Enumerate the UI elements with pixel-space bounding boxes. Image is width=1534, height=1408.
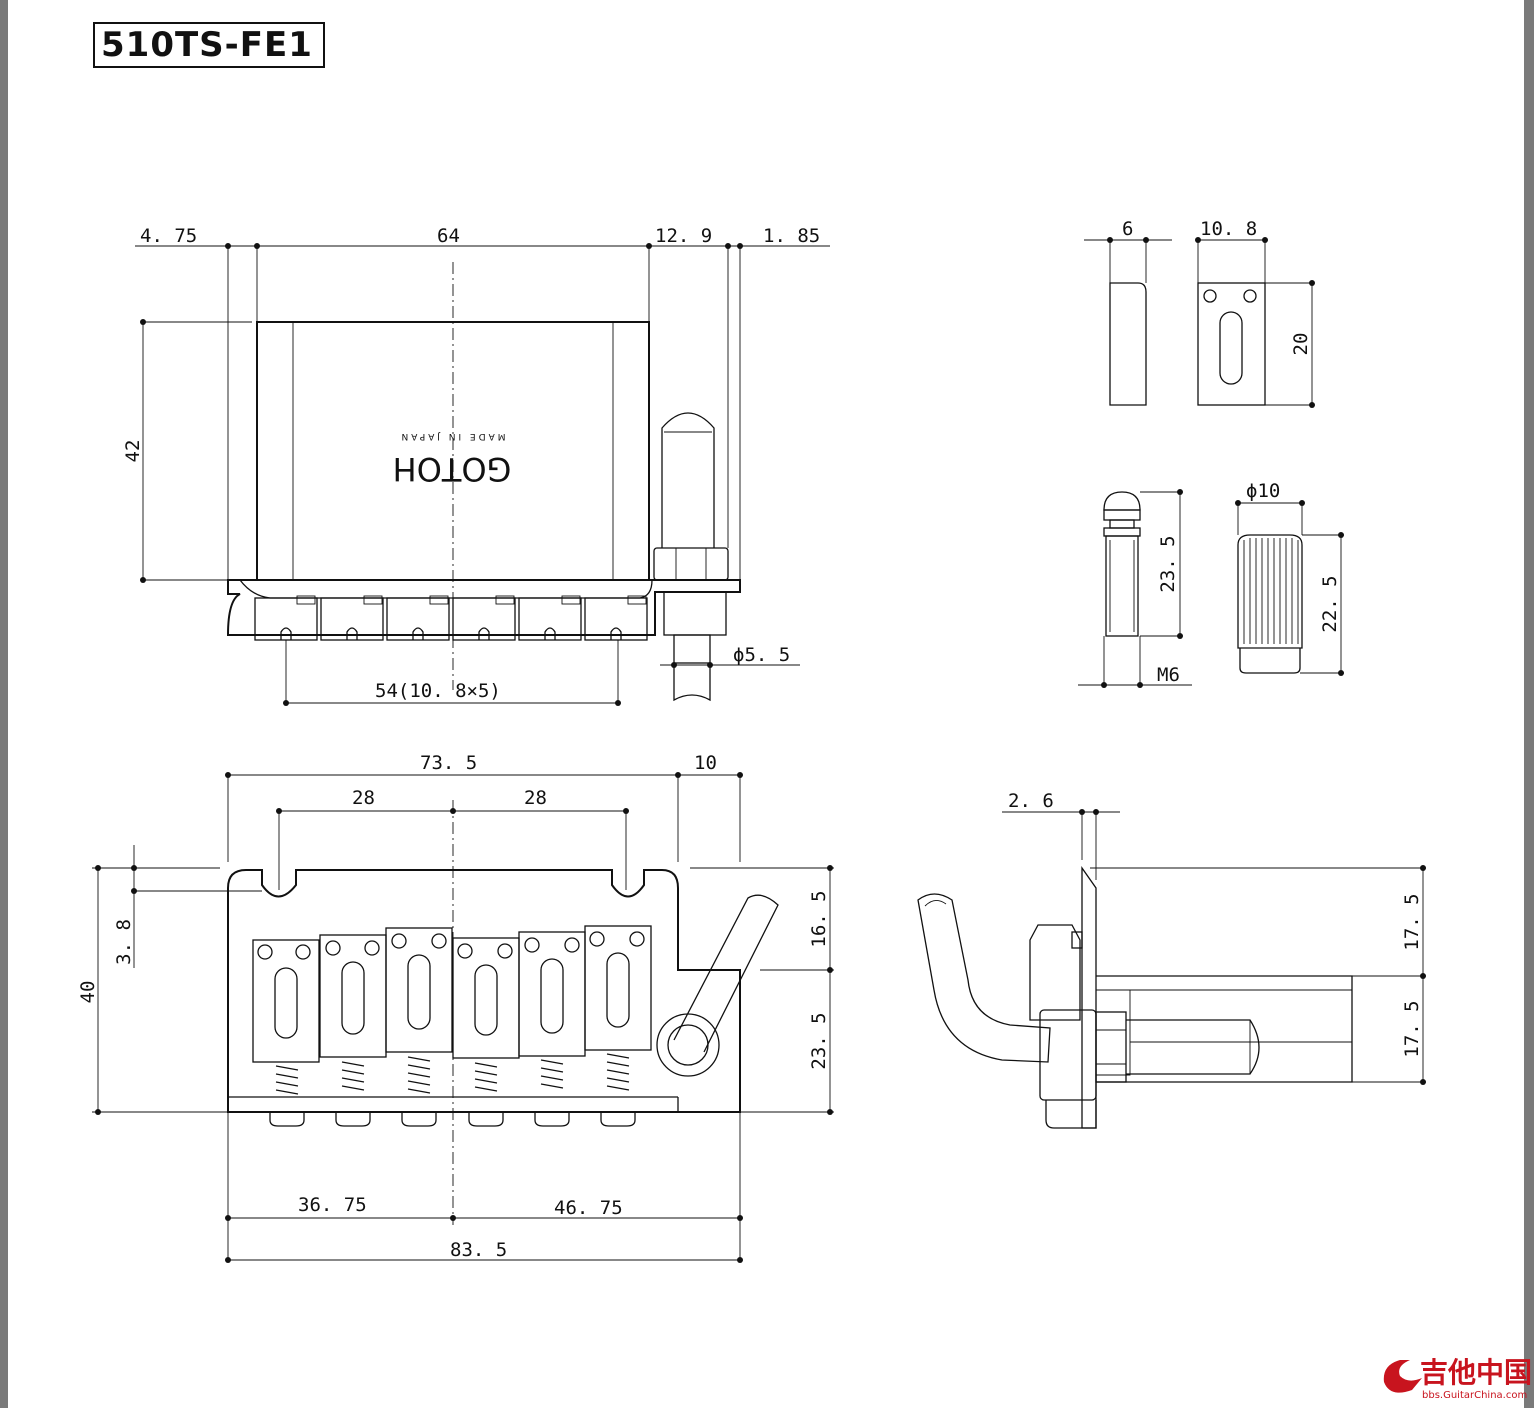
knob-dimensions: ϕ10 22. 5 xyxy=(1235,480,1344,676)
svg-text:12. 9: 12. 9 xyxy=(655,225,712,247)
bottom-view-dimensions: 73. 5 10 28 28 40 3. 8 16. 5 23. 5 36. 7… xyxy=(77,752,834,1263)
svg-text:10. 8: 10. 8 xyxy=(1200,218,1257,240)
svg-text:ϕ10: ϕ10 xyxy=(1246,480,1280,502)
top-view-saddles xyxy=(254,595,648,641)
svg-text:17. 5: 17. 5 xyxy=(1401,1000,1423,1057)
guitar-logo-icon xyxy=(1383,1360,1422,1393)
svg-text:36. 75: 36. 75 xyxy=(298,1194,367,1216)
svg-text:17. 5: 17. 5 xyxy=(1401,893,1423,950)
svg-text:MADE IN JAPAN: MADE IN JAPAN xyxy=(398,431,505,441)
right-frame-bar xyxy=(1524,0,1534,1408)
svg-text:bbs.GuitarChina.com: bbs.GuitarChina.com xyxy=(1422,1390,1527,1401)
post-detail xyxy=(1103,491,1141,637)
svg-text:2. 6: 2. 6 xyxy=(1008,790,1054,812)
svg-text:73. 5: 73. 5 xyxy=(420,752,477,774)
bottom-view-arm xyxy=(656,894,779,1077)
bottom-view xyxy=(227,800,779,1225)
watermark: 吉他中国 bbs.GuitarChina.com xyxy=(1383,1356,1532,1401)
svg-text:28: 28 xyxy=(352,787,375,809)
bottom-view-screw-heads xyxy=(269,1112,636,1127)
svg-text:20: 20 xyxy=(1290,333,1312,356)
svg-text:22. 5: 22. 5 xyxy=(1319,575,1341,632)
top-view-dimensions: 4. 75 64 12. 9 1. 85 42 54(10. 8×5) ϕ5. … xyxy=(122,225,830,706)
svg-text:ϕ5. 5: ϕ5. 5 xyxy=(733,644,790,666)
svg-text:23. 5: 23. 5 xyxy=(808,1012,830,1069)
svg-text:10: 10 xyxy=(694,752,717,774)
top-view-logo: GOTOH MADE IN JAPAN xyxy=(393,431,512,488)
svg-text:28: 28 xyxy=(524,787,547,809)
svg-text:M6: M6 xyxy=(1157,664,1180,686)
side-view xyxy=(917,865,1353,1129)
svg-text:46. 75: 46. 75 xyxy=(554,1197,623,1219)
drawing-title: 510TS-FE1 xyxy=(93,22,325,68)
svg-text:吉他中国: 吉他中国 xyxy=(1420,1356,1532,1389)
bottom-view-saddles xyxy=(252,925,652,1063)
saddle-detail xyxy=(1109,282,1266,406)
left-frame-bar xyxy=(0,0,8,1408)
svg-text:40: 40 xyxy=(77,981,99,1004)
svg-text:23. 5: 23. 5 xyxy=(1157,535,1179,592)
top-view-arm-post xyxy=(653,412,729,702)
saddle-dimensions: 6 10. 8 20 xyxy=(1084,218,1315,408)
bottom-view-springs xyxy=(275,1053,630,1095)
svg-text:42: 42 xyxy=(122,440,144,463)
side-view-dimensions: 2. 6 17. 5 17. 5 xyxy=(1002,790,1426,1085)
svg-text:1. 85: 1. 85 xyxy=(763,225,820,247)
svg-text:83. 5: 83. 5 xyxy=(450,1239,507,1261)
top-view: GOTOH MADE IN JAPAN xyxy=(226,262,741,702)
svg-text:4. 75: 4. 75 xyxy=(140,225,197,247)
svg-text:64: 64 xyxy=(437,225,460,247)
knob-detail xyxy=(1237,534,1303,674)
post-dimensions: 23. 5 M6 xyxy=(1078,489,1192,688)
svg-text:GOTOH: GOTOH xyxy=(393,450,512,488)
svg-text:6: 6 xyxy=(1122,218,1133,240)
svg-text:16. 5: 16. 5 xyxy=(808,890,830,947)
svg-text:3. 8: 3. 8 xyxy=(113,919,135,965)
svg-text:54(10. 8×5): 54(10. 8×5) xyxy=(375,680,501,702)
